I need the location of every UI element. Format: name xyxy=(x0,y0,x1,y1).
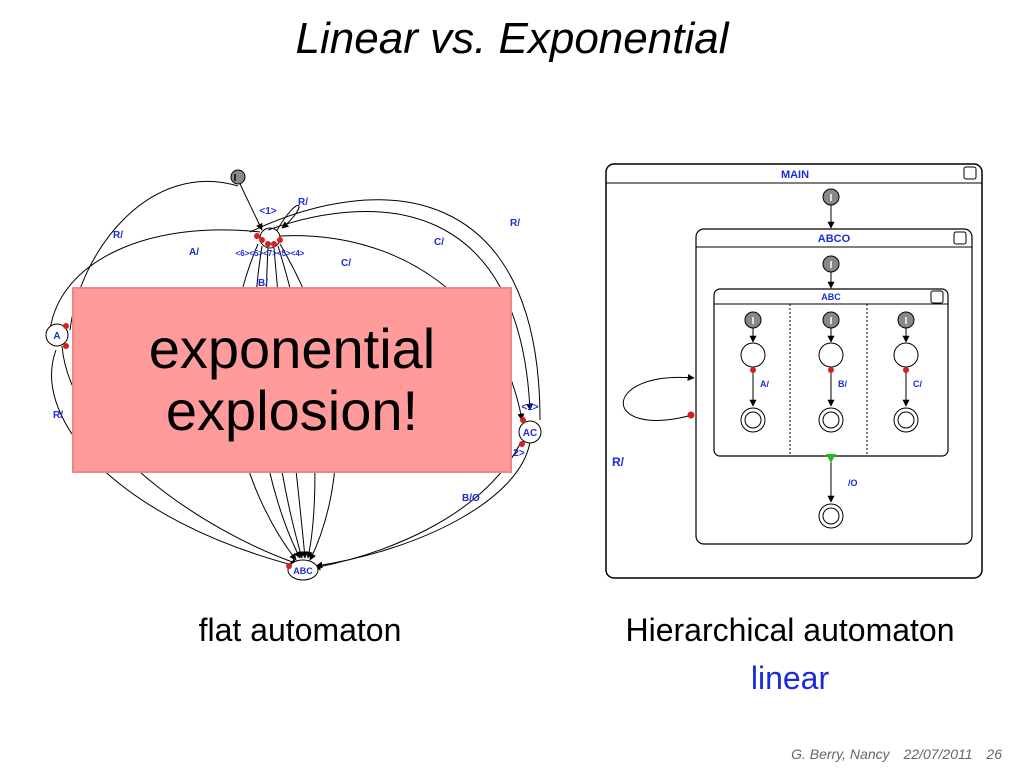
abco-box-icon xyxy=(953,231,967,245)
hier-ports xyxy=(687,367,909,419)
flat-node-ac-bottom-label: 2> xyxy=(513,448,525,459)
abc-col-c-initial: I xyxy=(905,316,908,327)
flat-node-ac-top-label: <1> xyxy=(521,402,538,413)
caption-hierarchical: Hierarchical automaton xyxy=(625,612,955,648)
termination-marker xyxy=(826,454,836,463)
flat-node-abc-label: ABC xyxy=(293,566,313,576)
flat-top-node-label: <1> xyxy=(259,206,276,217)
flat-edge-b: B/ xyxy=(258,278,268,289)
flat-node-a-label: A xyxy=(53,331,60,342)
main-box-title: MAIN xyxy=(781,169,809,181)
slide-footer: G. Berry, Nancy 22/07/2011 26 xyxy=(781,746,1002,762)
flat-edge-r3: R/ xyxy=(510,218,520,229)
flat-edge-r1: R/ xyxy=(298,197,308,208)
caption-flat: flat automaton xyxy=(198,612,402,648)
flat-node-a xyxy=(45,323,69,347)
banner-line-1: exponential xyxy=(148,317,436,380)
footer-authors: G. Berry, Nancy xyxy=(791,746,890,762)
hier-edge-o: /O xyxy=(848,478,858,488)
main-box-icon xyxy=(963,166,977,180)
abco-initial-label: I xyxy=(830,260,833,271)
flat-edge-a: A/ xyxy=(189,247,199,258)
hierarchical-automaton xyxy=(605,163,983,579)
flat-node-abc xyxy=(287,559,319,581)
flat-top-ports-label: <6><5><7><5><4> xyxy=(236,249,305,258)
main-initial-label: I xyxy=(830,193,833,204)
flat-edge-r4: R/ xyxy=(53,410,63,421)
abc-col-b-initial: I xyxy=(830,316,833,327)
flat-edge-bo: B/O xyxy=(462,493,480,504)
hier-edge-r: R/ xyxy=(612,455,625,469)
footer-page: 26 xyxy=(986,746,1002,762)
hier-edge-a: A/ xyxy=(760,379,769,389)
flat-node-ac-label: AC xyxy=(523,428,537,439)
banner-line-2: explosion! xyxy=(165,379,419,442)
flat-initial-label: I xyxy=(234,173,237,184)
flat-edge-c1: C/ xyxy=(434,237,444,248)
flat-initial-node xyxy=(230,169,246,185)
hier-edge-c: C/ xyxy=(913,379,922,389)
flat-ports xyxy=(63,233,526,569)
flat-node-ac xyxy=(518,420,542,444)
footer-date: 22/07/2011 xyxy=(903,746,973,762)
abco-box-title: ABCO xyxy=(818,233,851,245)
exponential-explosion-banner: exponential explosion! xyxy=(72,287,512,473)
flat-edge-r2: R/ xyxy=(113,230,123,241)
abc-box-icon xyxy=(930,290,944,304)
caption-linear: linear xyxy=(750,660,830,696)
slide-title: Linear vs. Exponential xyxy=(295,14,729,63)
abc-col-a-initial: I xyxy=(752,316,755,327)
hier-edge-b: B/ xyxy=(838,379,847,389)
flat-edge-c2: C/ xyxy=(341,258,351,269)
abc-box-title: ABC xyxy=(821,292,841,302)
